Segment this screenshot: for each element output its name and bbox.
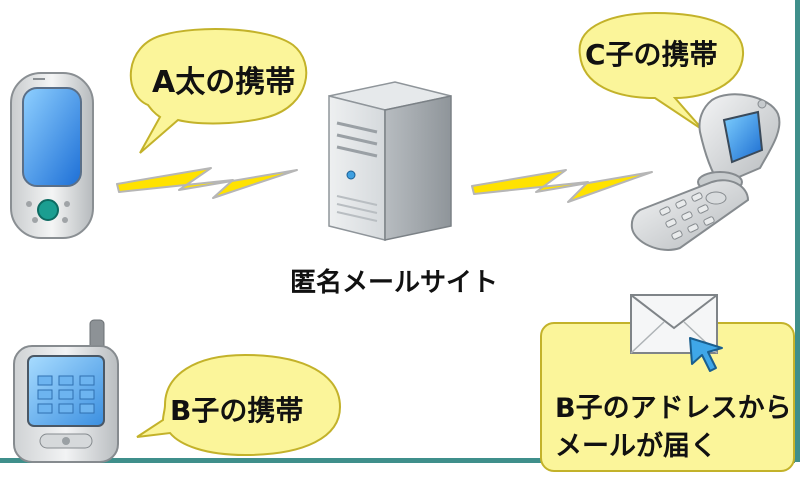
lightning-bolt-right-icon xyxy=(471,169,653,203)
speech-bubble-c xyxy=(578,11,745,131)
note-line-1: B子のアドレスから xyxy=(555,393,792,424)
anonymous-mail-site-label: 匿名メールサイト xyxy=(290,268,499,298)
pda-phone-b-icon xyxy=(13,319,119,463)
speech-bubble-b xyxy=(136,353,342,457)
note-line-2: メールが届く xyxy=(555,431,717,462)
bubble-label-b-ko: B子の携帯 xyxy=(170,394,304,427)
frame-bottom-border xyxy=(0,458,795,463)
smartphone-a-icon xyxy=(10,72,94,239)
flip-phone-c-icon xyxy=(630,93,781,251)
bubble-label-a-taro: A太の携帯 xyxy=(152,65,296,100)
bubble-label-c-ko: C子の携帯 xyxy=(585,38,718,71)
server-icon xyxy=(328,81,452,241)
lightning-bolt-left-icon xyxy=(116,167,298,199)
frame-right-border xyxy=(795,0,800,462)
cursor-arrow-icon xyxy=(689,337,723,372)
speech-bubble-a xyxy=(129,28,308,154)
